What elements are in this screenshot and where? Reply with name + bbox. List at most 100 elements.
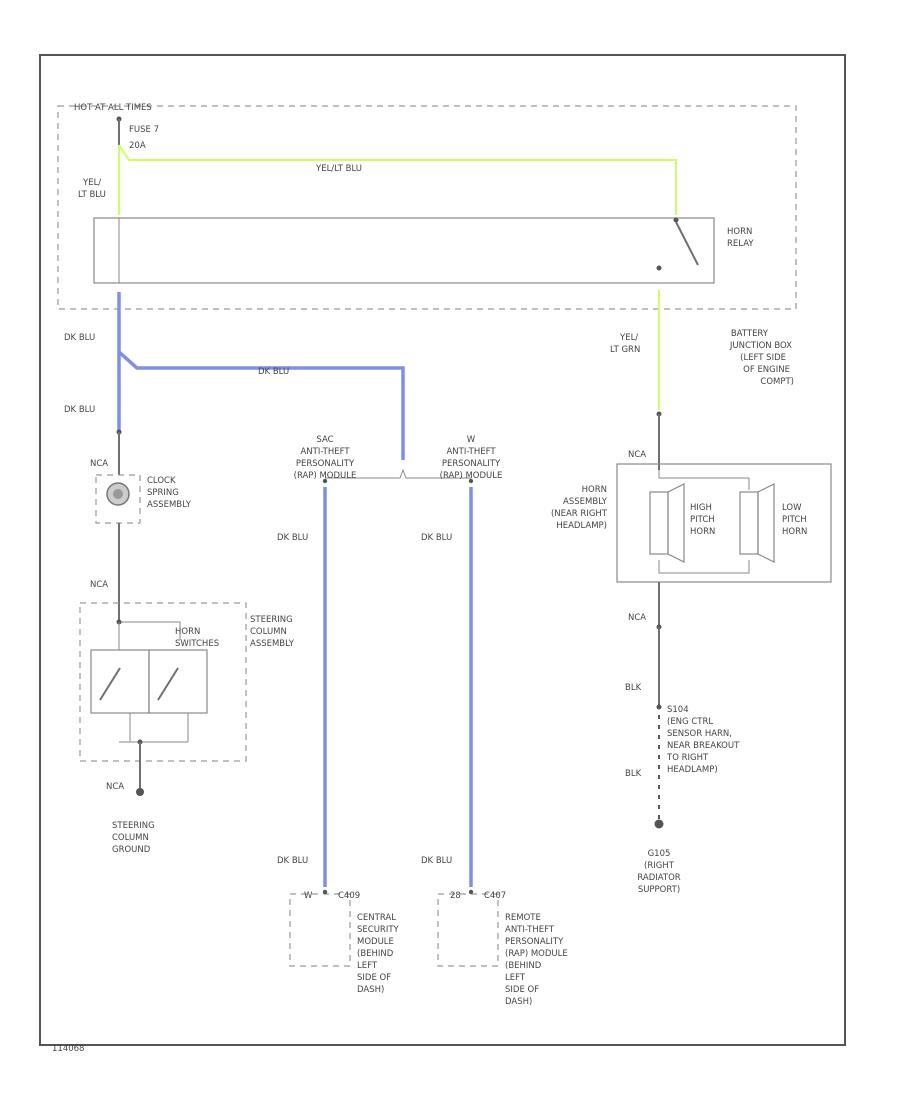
low-pitch-label-3: HORN	[782, 527, 807, 537]
central-module-label-4: (BEHIND	[357, 949, 394, 959]
high-pitch-horn-bell	[667, 483, 685, 563]
yel-lt-blu-wire-span	[118, 144, 677, 215]
w-label-4: (RAP) MODULE	[440, 471, 503, 481]
dk-blu-label-5: DK BLU	[421, 533, 452, 543]
nca-label-horn-upper: NCA	[628, 450, 646, 460]
blk-label-1: BLK	[625, 683, 642, 693]
steering-column-label-2: COLUMN	[250, 627, 287, 637]
steering-ground-point	[136, 788, 144, 796]
central-module-label-2: SECURITY	[357, 925, 400, 935]
steering-ground-label-2: COLUMN	[112, 833, 149, 843]
horn-relay-box	[93, 217, 715, 284]
g105-label-1: G105	[648, 849, 671, 859]
low-pitch-horn-icon	[739, 491, 759, 555]
steering-ground-label-1: STEERING	[112, 821, 155, 831]
steering-column-label-3: ASSEMBLY	[250, 639, 295, 649]
high-pitch-label-2: PITCH	[690, 515, 715, 525]
horn-assembly-box	[616, 463, 832, 583]
sac-module-terminal	[322, 478, 328, 484]
footer-code: 114068	[52, 1044, 84, 1054]
nca-label-ground: NCA	[106, 782, 124, 792]
remote-module-label-1: REMOTE	[505, 913, 541, 923]
nca-label-steering: NCA	[90, 580, 108, 590]
sac-label-1: SAC	[316, 435, 333, 445]
central-module-label-7: DASH)	[357, 985, 384, 995]
w-label-2: ANTI-THEFT	[446, 447, 496, 457]
w-module-terminal	[468, 478, 474, 484]
junction-box-boundary	[57, 105, 797, 310]
s104-label-4: NEAR BREAKOUT	[667, 741, 740, 751]
dk-blu-label-1: DK BLU	[64, 333, 95, 343]
steering-ground-label-3: GROUND	[112, 845, 151, 855]
central-module-label-1: CENTRAL	[357, 913, 396, 923]
g105-label-4: SUPPORT)	[638, 885, 680, 895]
horn-switch-right	[148, 649, 208, 714]
dk-blu-wire-branch	[117, 350, 405, 460]
battery-jb-label-3: (LEFT SIDE	[740, 353, 786, 363]
horn-switches-label-2: SWITCHES	[175, 639, 219, 649]
dk-blu-label-4: DK BLU	[277, 533, 308, 543]
nca-label-horn-lower: NCA	[628, 613, 646, 623]
horn-assembly-label-2: ASSEMBLY	[563, 497, 608, 507]
g105-label-2: (RIGHT	[644, 861, 675, 871]
s104-label-3: SENSOR HARN,	[667, 729, 732, 739]
remote-module-label-6: LEFT	[505, 973, 526, 983]
fuse-label: FUSE 7	[129, 125, 159, 135]
clock-spring-label-3: ASSEMBLY	[147, 500, 192, 510]
battery-jb-label-5: COMPT)	[760, 377, 794, 387]
yel-lt-blu-label-2: LT BLU	[78, 190, 106, 200]
remote-module-pin	[468, 889, 474, 895]
relay-switch-contact	[675, 221, 699, 266]
clock-spring-icon-center	[113, 489, 123, 499]
g105-label-3: RADIATOR	[637, 873, 680, 883]
horn-relay-label-2: RELAY	[727, 239, 754, 249]
horn-switch-right-contact	[157, 667, 179, 701]
anti-theft-module-link	[325, 468, 471, 479]
s104-splice-point	[656, 704, 662, 710]
clock-spring-label-2: SPRING	[147, 488, 179, 498]
low-pitch-horn-bell	[757, 483, 775, 563]
high-pitch-horn-icon	[649, 491, 669, 555]
central-module-label-5: LEFT	[357, 961, 378, 971]
steering-column-boundary	[79, 602, 247, 762]
blk-label-2: BLK	[625, 769, 642, 779]
horn-switches-label-1: HORN	[175, 627, 200, 637]
diagram-frame	[39, 54, 846, 1046]
dk-blu-label-3: DK BLU	[64, 405, 95, 415]
relay-switch-terminal	[656, 265, 662, 271]
sac-label-4: (RAP) MODULE	[294, 471, 357, 481]
remote-pin-label: 28	[450, 891, 461, 901]
battery-jb-label-2: JUNCTION BOX	[729, 341, 792, 351]
remote-module-label-4: (RAP) MODULE	[505, 949, 568, 959]
low-pitch-label-2: PITCH	[782, 515, 807, 525]
dk-blu-label-7: DK BLU	[421, 856, 452, 866]
remote-module-label-3: PERSONALITY	[505, 937, 564, 947]
battery-jb-label-1: BATTERY	[731, 329, 769, 339]
remote-connector-label: C407	[484, 891, 506, 901]
yel-lt-grn-label-2: LT GRN	[610, 345, 640, 355]
yel-lt-blu-span-label: YEL/LT BLU	[315, 164, 362, 174]
clock-spring-label-1: CLOCK	[147, 476, 176, 486]
g105-ground-point	[654, 819, 664, 829]
steering-column-label-1: STEERING	[250, 615, 293, 625]
horn-assembly-internal-feed	[658, 470, 750, 490]
horn-assembly-internal-ground	[658, 560, 750, 574]
horn-assembly-label-3: (NEAR RIGHT	[551, 509, 608, 519]
central-connector-label: C409	[338, 891, 360, 901]
central-module-pin	[322, 889, 328, 895]
hot-at-all-times-label: HOT AT ALL TIMES	[74, 103, 152, 113]
dk-blu-label-6: DK BLU	[277, 856, 308, 866]
fuse-rating-label: 20A	[129, 141, 146, 151]
yel-lt-grn-label-1: YEL/	[619, 333, 638, 343]
s104-label-2: (ENG CTRL	[667, 717, 713, 727]
s104-label-6: HEADLAMP)	[667, 765, 718, 775]
dk-blu-label-2: DK BLU	[258, 367, 289, 377]
remote-module-label-5: (BEHIND	[505, 961, 542, 971]
high-pitch-label-3: HORN	[690, 527, 715, 537]
sac-label-3: PERSONALITY	[296, 459, 355, 469]
s104-label-5: TO RIGHT	[666, 753, 709, 763]
s104-label-1: S104	[667, 705, 689, 715]
remote-module-box	[437, 893, 499, 967]
central-module-label-6: SIDE OF	[357, 973, 391, 983]
remote-module-label-7: SIDE OF	[505, 985, 539, 995]
